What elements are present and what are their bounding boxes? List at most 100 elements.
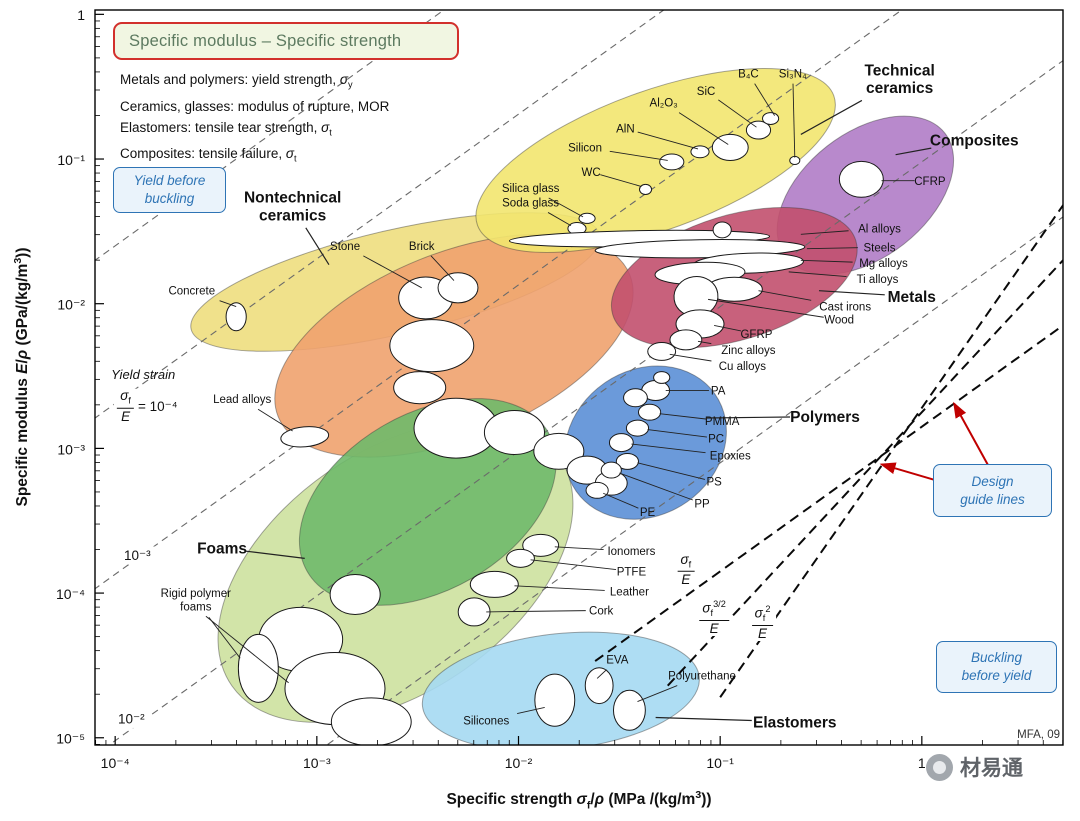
bubble-cork bbox=[457, 597, 491, 627]
leader-metals bbox=[818, 290, 885, 296]
label-ptfe: PTFE bbox=[617, 566, 647, 578]
bubble-aln bbox=[690, 145, 710, 159]
leader-aln bbox=[637, 131, 699, 150]
bubble-pp bbox=[600, 461, 622, 479]
y-tick-label-10: 10⁻⁵ bbox=[56, 731, 85, 747]
label-ps: PS bbox=[706, 477, 722, 489]
leader-ps bbox=[637, 462, 706, 480]
bubble-epoxies bbox=[608, 433, 634, 453]
leader-lead-alloys bbox=[257, 408, 293, 432]
x-tick-label-10: 10⁻⁴ bbox=[101, 755, 130, 771]
buckling-before-yield-callout: Buckling before yield bbox=[936, 641, 1057, 693]
leader-nontechnical-ceramics bbox=[305, 227, 330, 265]
bubble-lead-alloys bbox=[280, 426, 330, 448]
chart-title-box: Specific modulus – Specific strength bbox=[113, 22, 459, 60]
bubble-ionomers bbox=[522, 533, 560, 557]
label-si-n: Si₃N₄ bbox=[779, 69, 807, 81]
bubble-leather bbox=[469, 570, 519, 598]
bubble-foam bbox=[330, 697, 412, 745]
leader-si-n bbox=[792, 83, 796, 158]
bubble-silica-glass bbox=[578, 212, 596, 224]
region-technical-ceramics bbox=[475, 67, 836, 253]
family-label-elastomers: Elastomers bbox=[753, 714, 837, 731]
line-label-10: 10⁻³ bbox=[124, 548, 151, 563]
label-silicon: Silicon bbox=[568, 142, 602, 154]
bubble-polymer-small bbox=[623, 388, 648, 408]
bubble-cluster bbox=[533, 432, 585, 470]
x-tick-label-10: 10⁻¹ bbox=[706, 755, 734, 771]
leader-pe bbox=[603, 492, 639, 509]
label-pp: PP bbox=[694, 498, 710, 510]
label-eva: EVA bbox=[606, 655, 628, 667]
leader-zinc-alloys bbox=[697, 340, 712, 345]
label-polyurethane: Polyurethane bbox=[668, 671, 736, 683]
legend-note-line: Elastomers: tensile tear strength, σt bbox=[120, 119, 332, 138]
leader-stone bbox=[363, 255, 422, 289]
label-zinc-alloys: Zinc alloys bbox=[721, 345, 776, 357]
region-foams bbox=[298, 398, 557, 606]
y-tick-label-10: 10⁻² bbox=[57, 297, 85, 313]
leader-leather bbox=[514, 585, 605, 591]
label-concrete: Concrete bbox=[168, 286, 215, 298]
legend-note-line: Metals and polymers: yield strength, σy bbox=[120, 72, 353, 90]
label-leather: Leather bbox=[610, 587, 649, 599]
callout-line: before yield bbox=[961, 668, 1032, 683]
bubble-pe bbox=[585, 481, 609, 499]
callout-line: Design bbox=[971, 473, 1014, 489]
leader-silicones bbox=[517, 706, 545, 714]
y-tick-label-10: 10⁻⁴ bbox=[56, 586, 85, 602]
bubbles-group bbox=[225, 112, 884, 745]
leader-ionomers bbox=[554, 546, 604, 550]
y-tick-label-10: 10⁻³ bbox=[57, 441, 85, 457]
leader-pc bbox=[647, 429, 707, 438]
label-lead-alloys: Lead alloys bbox=[213, 394, 271, 406]
chart-credit: MFA, 09 bbox=[1017, 729, 1060, 741]
leader-wood bbox=[707, 298, 824, 318]
label-silica-glass: Silica glass bbox=[502, 183, 560, 195]
leader-polymers bbox=[706, 416, 791, 419]
bubble-metals-top bbox=[712, 221, 732, 239]
x-tick-label-10: 10⁻³ bbox=[303, 755, 331, 771]
label-cork: Cork bbox=[589, 605, 614, 617]
leader-cork bbox=[486, 610, 586, 613]
family-label-metals: Metals bbox=[888, 289, 936, 306]
label-ionomers: Ionomers bbox=[607, 546, 655, 558]
line-label-bg bbox=[119, 546, 156, 565]
label-aln: AlN bbox=[616, 124, 635, 136]
clipped-layer bbox=[95, 10, 1063, 745]
bubble-ps bbox=[615, 452, 639, 470]
leader-pmma bbox=[659, 413, 707, 420]
bubble-zinc-alloys bbox=[669, 329, 703, 351]
bubble-polymer-small bbox=[653, 371, 671, 384]
leader-cu-alloys bbox=[669, 353, 712, 362]
chart-title: Specific modulus – Specific strength bbox=[129, 31, 402, 50]
label-brick: Brick bbox=[409, 241, 435, 253]
yield-before-buckling-callout: Yield before buckling bbox=[113, 167, 226, 213]
design-guide-line bbox=[667, 258, 1063, 687]
bubble-cu-alloys bbox=[647, 341, 677, 361]
label-epoxies: Epoxies bbox=[710, 451, 751, 463]
bubble-b4c bbox=[762, 112, 780, 125]
bubble-sic bbox=[745, 120, 772, 140]
x-tick-label-10: 10⁻² bbox=[505, 755, 533, 771]
line-label-10: 10⁻² bbox=[118, 712, 145, 727]
label-pmma: PMMA bbox=[705, 416, 740, 428]
callout-line: Yield before bbox=[133, 173, 206, 189]
label-sic: SiC bbox=[697, 86, 716, 98]
leader-ti-alloys bbox=[788, 271, 847, 278]
leader-silica-glass bbox=[548, 197, 584, 218]
legend-note-line: Ceramics, glasses: modulus of rupture, M… bbox=[120, 98, 390, 114]
bubble-foam bbox=[329, 574, 381, 615]
label-gfrp: GFRP bbox=[740, 329, 772, 341]
legend-note-line: Composites: tensile failure, σt bbox=[120, 146, 297, 165]
leader-extra bbox=[205, 615, 289, 684]
family-label-composites: Composites bbox=[930, 133, 1019, 150]
